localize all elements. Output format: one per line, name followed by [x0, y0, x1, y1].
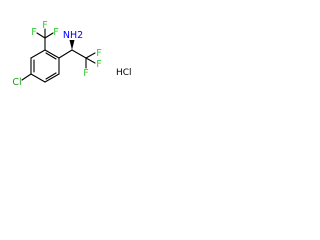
- fluorine-label: F: [31, 27, 36, 38]
- fluorine-label: F: [53, 27, 58, 38]
- amine-label: NH2: [63, 30, 83, 41]
- ring-double-bond: [45, 52, 57, 60]
- bond-c-f: [44, 32, 54, 39]
- benzene-ring: [30, 49, 60, 83]
- ring-double-bond: [45, 72, 57, 80]
- ring-bond: [30, 49, 46, 59]
- ring-bond: [44, 49, 60, 59]
- fluorine-label: F: [42, 20, 47, 31]
- bond-ring-chiral: [58, 49, 73, 59]
- fluorine-label: F: [83, 68, 88, 79]
- ring-bond: [44, 73, 60, 83]
- hcl-label: HCl: [116, 68, 132, 78]
- fluorine-label: F: [96, 48, 101, 59]
- stereo-wedge-bond: [69, 40, 75, 50]
- bond-c-f: [85, 57, 96, 64]
- bond-c-f: [36, 32, 46, 39]
- fluorine-label: F: [96, 59, 101, 70]
- bond-c-f: [85, 52, 96, 59]
- ring-bond: [30, 73, 46, 83]
- chlorine-label: Cl: [12, 77, 21, 88]
- structure-canvas: F F F NH2 F F F Cl HCl: [0, 0, 152, 152]
- bond-chiral-cf3: [71, 49, 87, 59]
- bond-ring-cl: [21, 73, 32, 81]
- substituent-bonds: [21, 28, 96, 81]
- chemical-structure-diagram: F F F NH2 F F F Cl HCl: [12, 20, 132, 88]
